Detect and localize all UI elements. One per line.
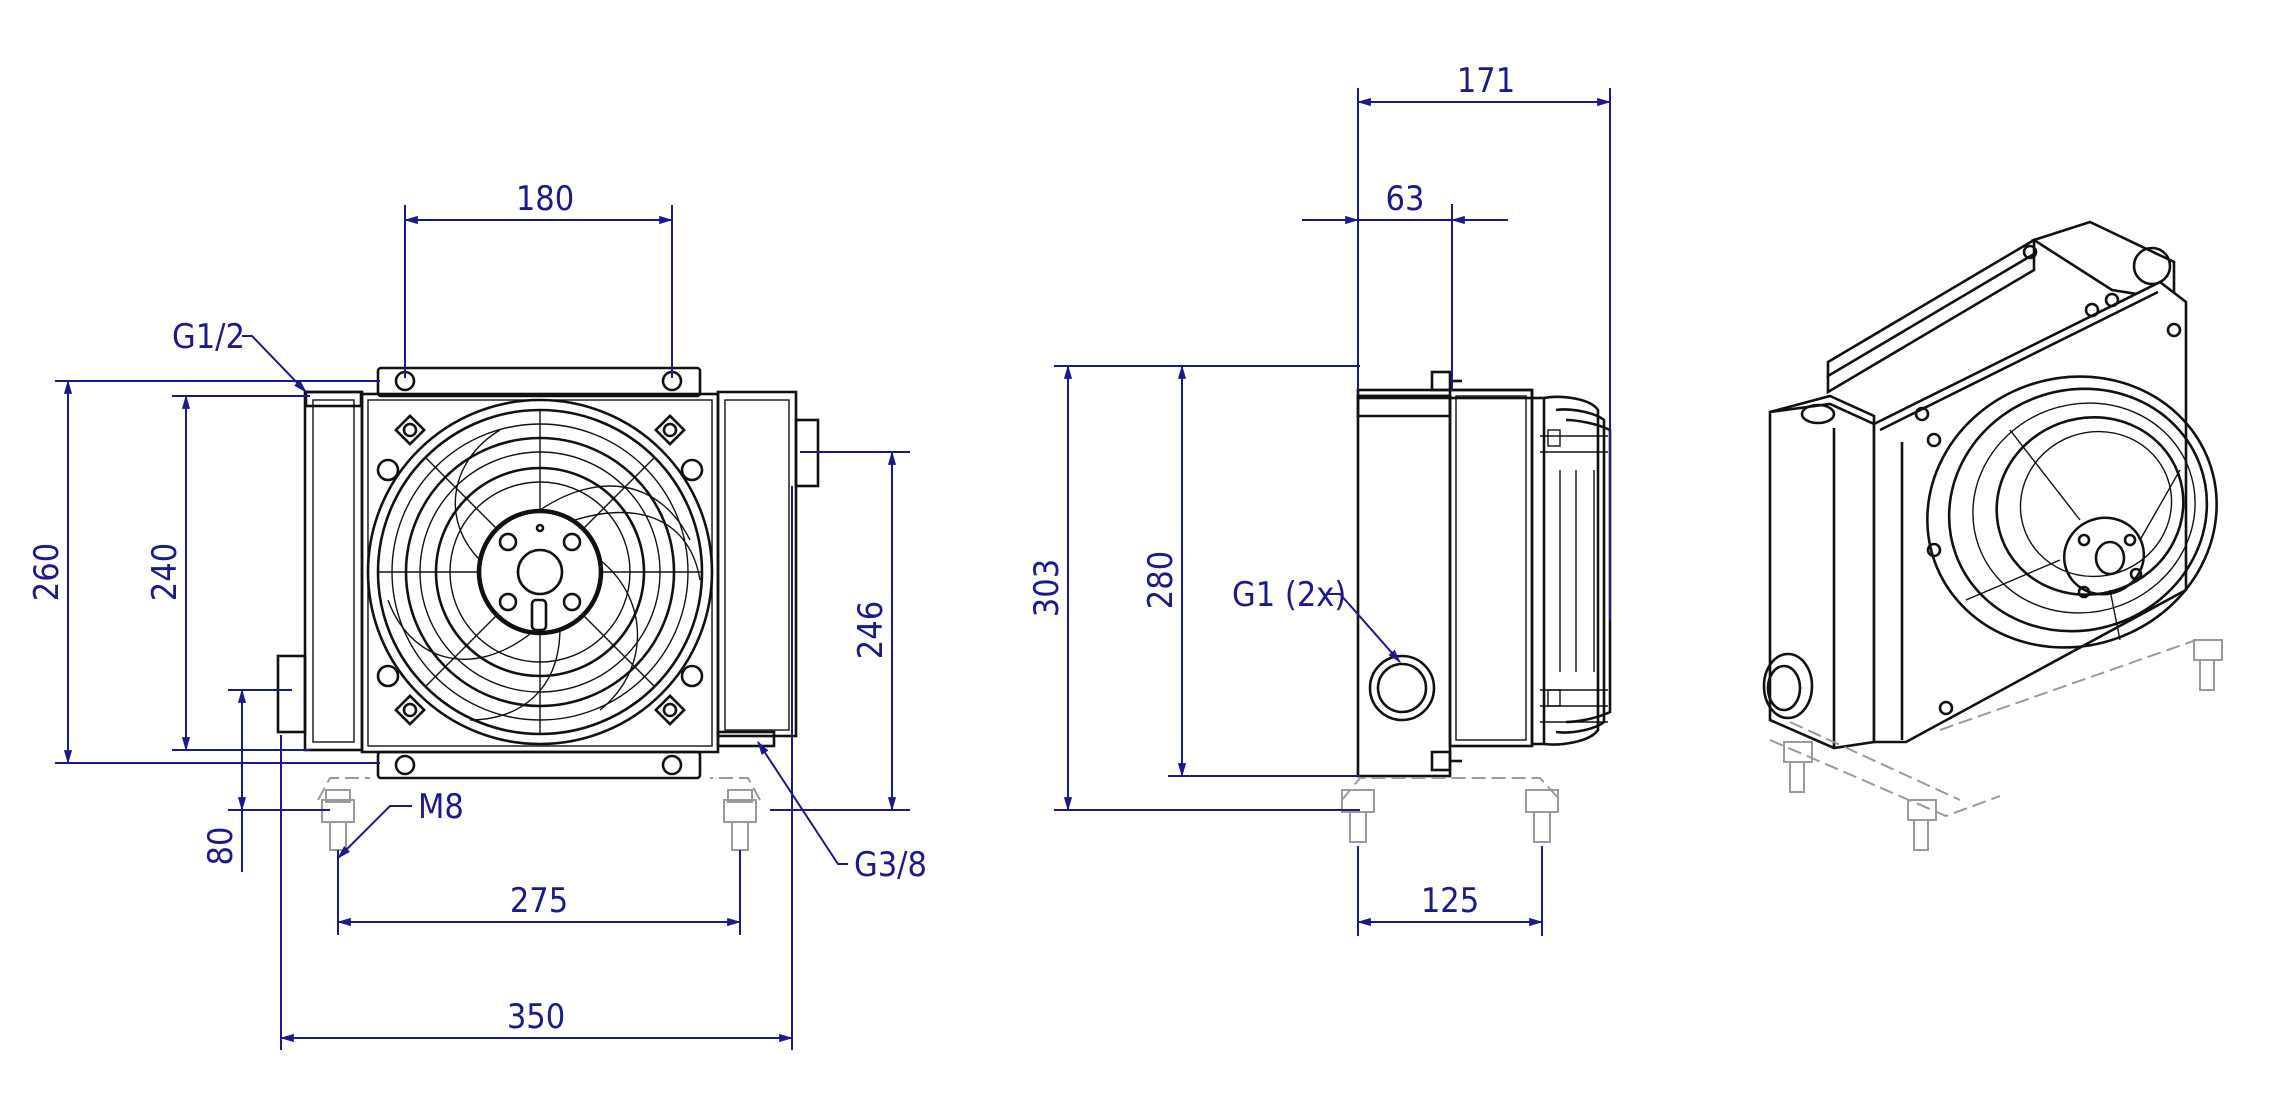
side-view bbox=[1341, 370, 1612, 843]
callout-g1: G1 (2x) bbox=[1232, 575, 1346, 615]
dim-350-label: 350 bbox=[507, 997, 565, 1037]
dim-171-label: 171 bbox=[1457, 61, 1515, 101]
dim-275-label: 275 bbox=[510, 881, 568, 921]
dim-260-label: 260 bbox=[27, 543, 67, 601]
callout-g38: G3/8 bbox=[854, 845, 927, 885]
dim-80-label: 80 bbox=[201, 827, 241, 866]
dim-303-label: 303 bbox=[1027, 559, 1067, 617]
dim-125-label: 125 bbox=[1421, 881, 1479, 921]
dim-240-label: 240 bbox=[145, 543, 185, 601]
callout-g12: G1/2 bbox=[172, 317, 245, 357]
callout-m8: M8 bbox=[418, 787, 464, 827]
dim-246-label: 246 bbox=[851, 601, 891, 659]
front-view bbox=[276, 366, 820, 851]
dim-180-label: 180 bbox=[516, 179, 574, 219]
isometric-view bbox=[1762, 220, 2223, 851]
front-dimensions: 180 260 240 246 80 275 350 G1/ bbox=[27, 179, 927, 1050]
dim-63-label: 63 bbox=[1386, 179, 1425, 219]
dim-280-label: 280 bbox=[1141, 551, 1181, 609]
side-dimensions: 171 63 303 280 125 G1 (2x) bbox=[1027, 61, 1612, 936]
